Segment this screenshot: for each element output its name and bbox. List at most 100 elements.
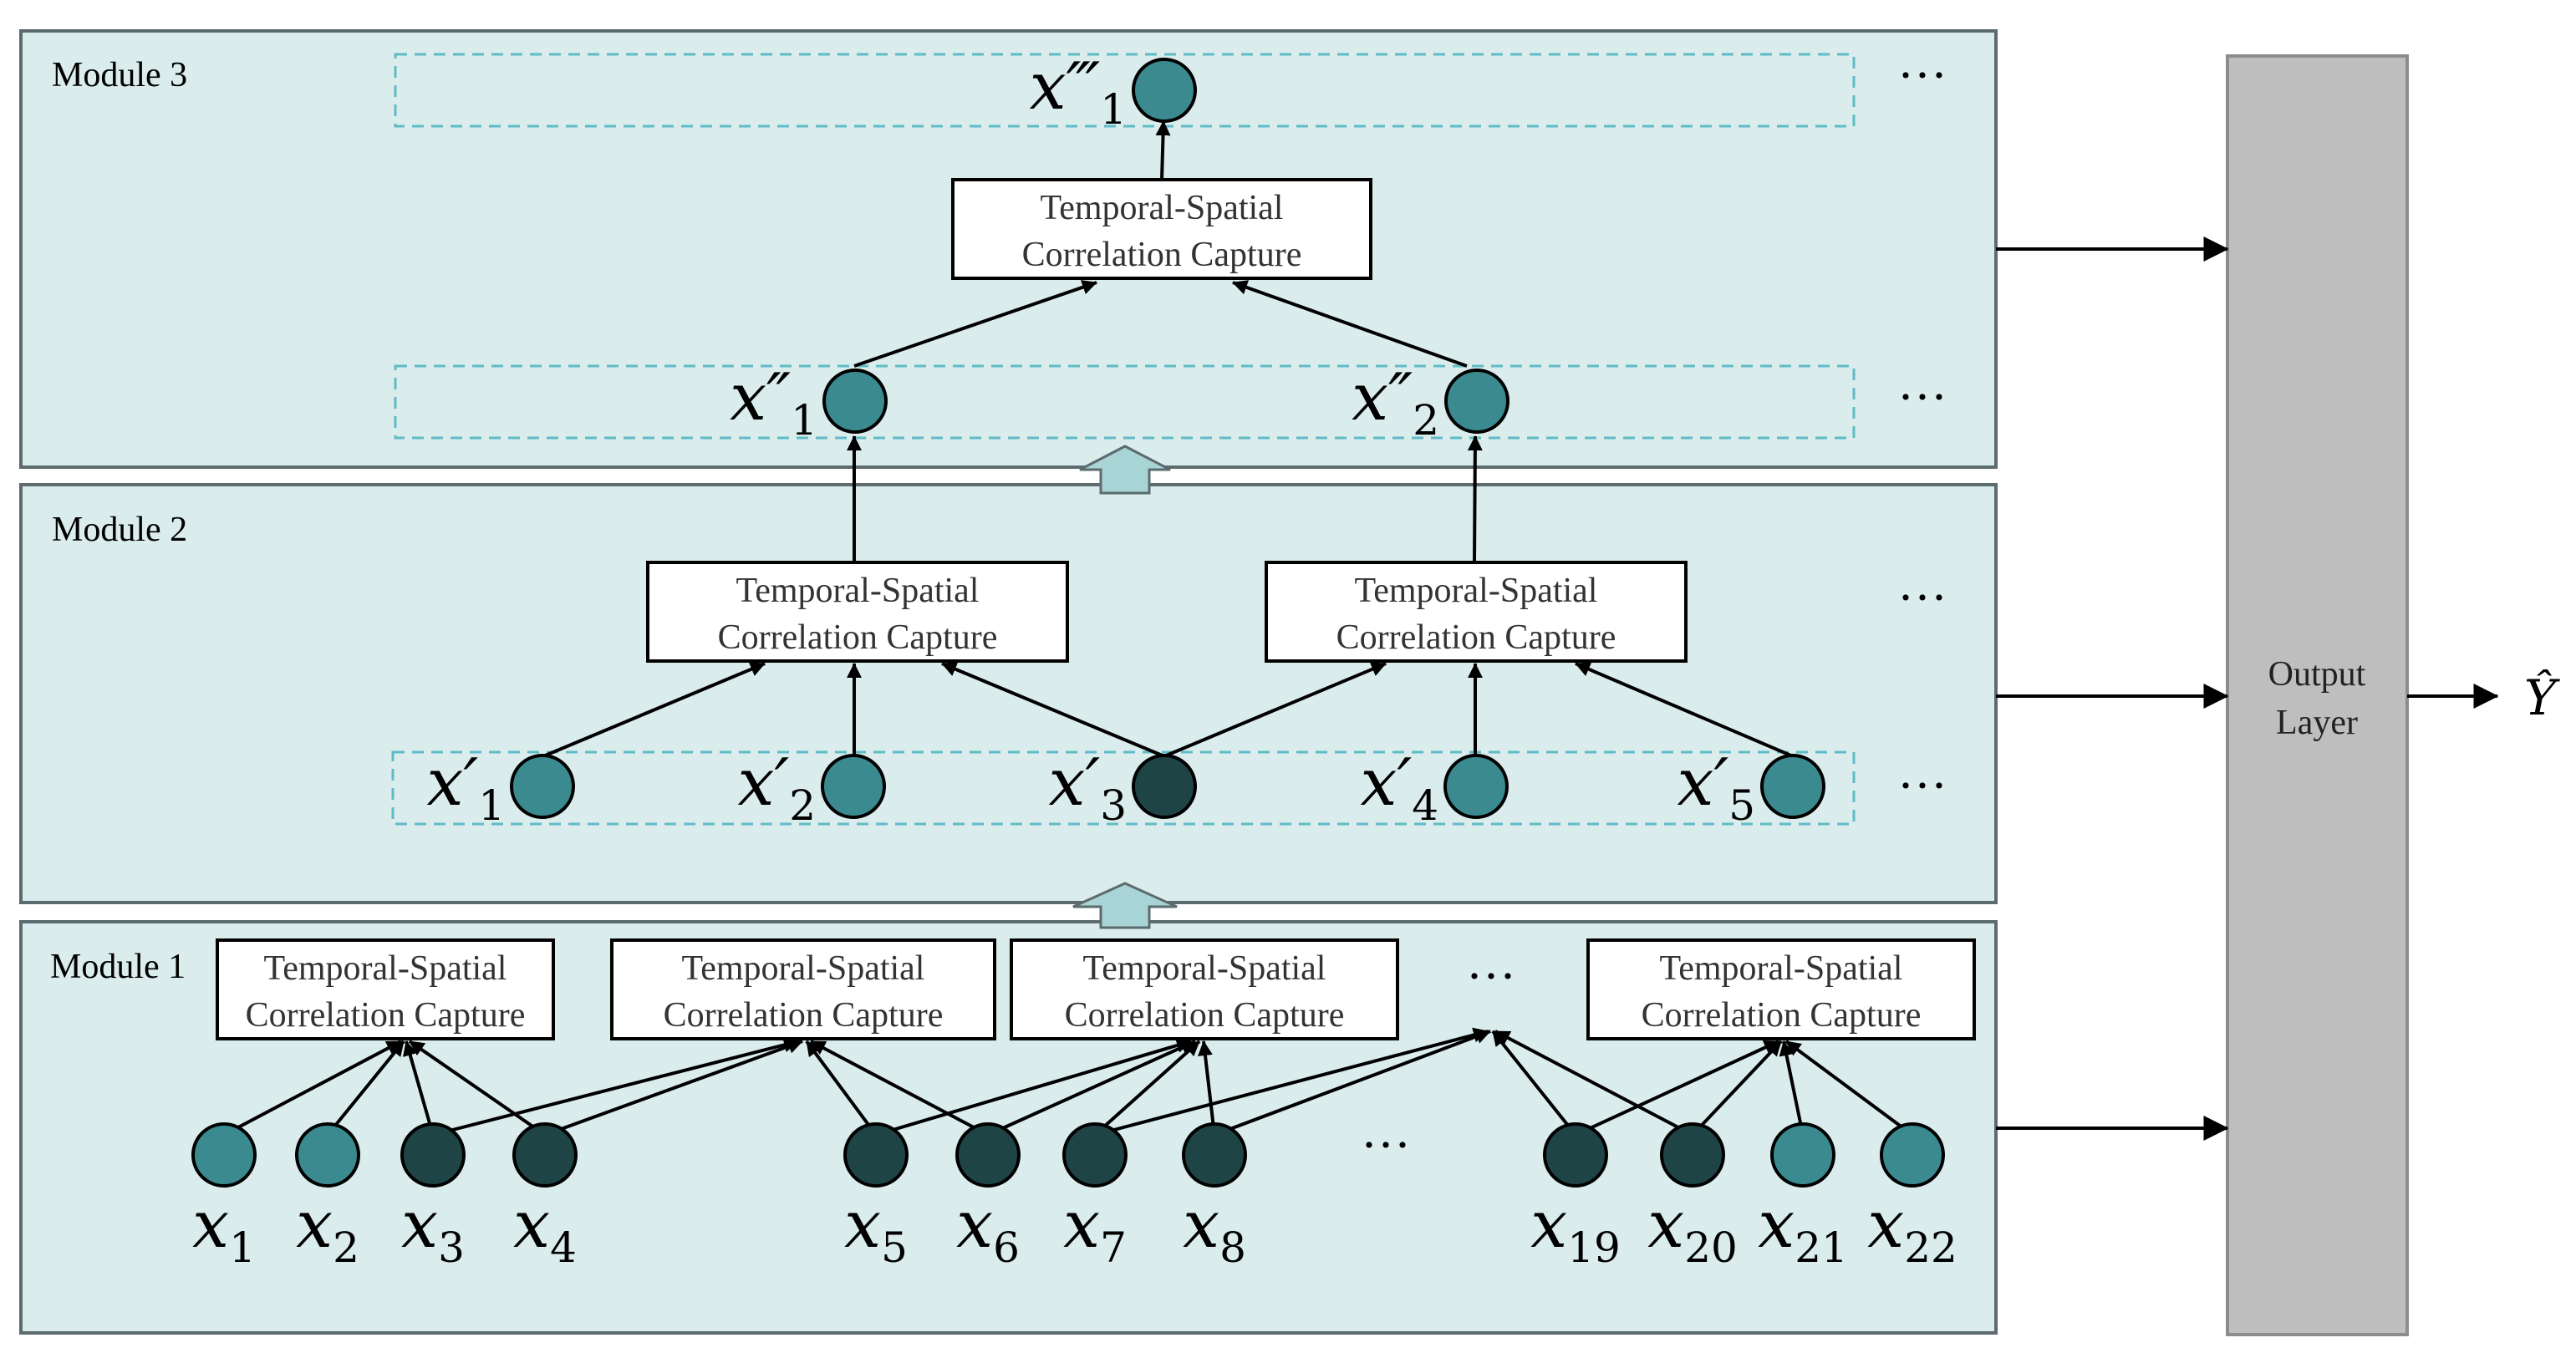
node-label-m2-2: x′2 bbox=[737, 745, 816, 830]
edge bbox=[987, 1040, 1196, 1137]
tscc-line1: Temporal-Spatial bbox=[682, 949, 925, 988]
node-m2-3 bbox=[1132, 754, 1197, 819]
module-1-label: Module 1 bbox=[50, 948, 186, 986]
edge bbox=[1575, 1040, 1779, 1137]
tscc-line1: Temporal-Spatial bbox=[1660, 949, 1903, 988]
edge bbox=[1784, 1040, 1914, 1137]
edge bbox=[875, 1038, 1192, 1137]
tscc-line1: Temporal-Spatial bbox=[264, 949, 507, 988]
node-label-m1-19: x19 bbox=[1530, 1188, 1621, 1272]
ellipsis-m1-top: ··· bbox=[1466, 949, 1516, 1004]
edge bbox=[1214, 1029, 1491, 1137]
ellipsis-m2-row: ··· bbox=[1897, 758, 1947, 813]
edge bbox=[432, 1037, 799, 1137]
edge bbox=[544, 1039, 803, 1137]
tscc-m1-b: Temporal-Spatial Correlation Capture bbox=[610, 938, 996, 1040]
edge bbox=[1467, 435, 1483, 563]
node-label-m1-4: x4 bbox=[513, 1188, 577, 1272]
module-1-edges bbox=[223, 1027, 1914, 1137]
node-label-m2-3: x′3 bbox=[1048, 745, 1127, 830]
edge bbox=[853, 280, 1097, 368]
ellipsis-m1-row: ··· bbox=[1361, 1117, 1411, 1172]
ellipsis-m3-mid: ··· bbox=[1897, 369, 1947, 425]
block-arrow-m1-to-m2 bbox=[1072, 882, 1178, 929]
node-m1-7 bbox=[1062, 1122, 1128, 1188]
tscc-m1-a: Temporal-Spatial Correlation Capture bbox=[216, 938, 555, 1040]
ellipsis-m2-top: ··· bbox=[1897, 570, 1947, 625]
node-label-m1-3: x3 bbox=[401, 1188, 465, 1272]
node-m1-8 bbox=[1182, 1122, 1247, 1188]
module-2-panel bbox=[19, 483, 1998, 904]
module-3-label: Module 3 bbox=[52, 56, 187, 94]
node-label-m1-2: x2 bbox=[296, 1188, 359, 1272]
node-m1-20 bbox=[1660, 1122, 1725, 1188]
tscc-m3: Temporal-Spatial Correlation Capture bbox=[951, 178, 1372, 280]
edge bbox=[542, 662, 766, 758]
edge bbox=[326, 1040, 405, 1137]
node-m3_mid-2 bbox=[1444, 369, 1509, 434]
node-m1-3 bbox=[400, 1122, 466, 1188]
edge bbox=[1491, 1030, 1577, 1137]
tscc-box bbox=[1586, 938, 1976, 1040]
tscc-box bbox=[951, 178, 1372, 280]
edge bbox=[1163, 662, 1387, 758]
edge bbox=[1155, 120, 1171, 181]
node-m3_top-1 bbox=[1132, 58, 1197, 123]
node-label-m1-7: x7 bbox=[1063, 1188, 1127, 1272]
node-row-m3-top: x‴1 bbox=[1030, 49, 1197, 134]
tscc-box bbox=[610, 938, 996, 1040]
edge bbox=[403, 1040, 435, 1136]
dashed-row-m3-top bbox=[394, 53, 1856, 128]
node-label-m1-6: x6 bbox=[956, 1188, 1020, 1272]
node-label-m1-21: x21 bbox=[1758, 1188, 1848, 1272]
node-label-m3_mid-1: x″1 bbox=[730, 360, 817, 445]
dashed-row-m3-mid bbox=[394, 364, 1856, 440]
ellipsis-m3-top: ··· bbox=[1897, 48, 1947, 103]
tscc-line2: Correlation Capture bbox=[1022, 236, 1302, 274]
node-m1-1 bbox=[191, 1122, 257, 1188]
tscc-box bbox=[1010, 938, 1399, 1040]
edge bbox=[805, 1040, 878, 1137]
node-m1-22 bbox=[1880, 1122, 1945, 1188]
edge bbox=[810, 1040, 989, 1137]
tscc-line2: Correlation Capture bbox=[1642, 996, 1922, 1035]
node-label-m1-8: x8 bbox=[1183, 1188, 1246, 1272]
tscc-m2-b: Temporal-Spatial Correlation Capture bbox=[1265, 561, 1688, 663]
tscc-line2: Correlation Capture bbox=[664, 996, 944, 1035]
tscc-line1: Temporal-Spatial bbox=[736, 572, 980, 610]
node-label-m1-1: x1 bbox=[192, 1188, 256, 1272]
node-m2-1 bbox=[510, 754, 575, 819]
tscc-line1: Temporal-Spatial bbox=[1083, 949, 1326, 988]
node-m2-5 bbox=[1760, 754, 1825, 819]
node-row-m3-mid: x″1 x″2 bbox=[730, 360, 1509, 445]
edge bbox=[223, 1040, 402, 1137]
tscc-line1: Temporal-Spatial bbox=[1355, 572, 1598, 610]
node-label-m2-5: x′5 bbox=[1677, 745, 1755, 830]
edge bbox=[1232, 280, 1468, 368]
tscc-line2: Correlation Capture bbox=[1065, 996, 1345, 1035]
tscc-m1-d: Temporal-Spatial Correlation Capture bbox=[1586, 938, 1976, 1040]
node-label-m3_mid-2: x″2 bbox=[1352, 360, 1439, 445]
dashed-row-m2 bbox=[391, 750, 1856, 826]
block-arrow-m2-to-m3 bbox=[1079, 445, 1171, 495]
node-m3_mid-1 bbox=[822, 369, 888, 434]
edge bbox=[1094, 1027, 1489, 1137]
edge bbox=[1198, 1040, 1216, 1136]
tscc-line2: Correlation Capture bbox=[718, 618, 998, 657]
node-m2-2 bbox=[821, 754, 886, 819]
node-m1-21 bbox=[1770, 1122, 1835, 1188]
node-m1-2 bbox=[295, 1122, 360, 1188]
edge bbox=[408, 1040, 547, 1137]
tscc-line2: Correlation Capture bbox=[246, 996, 526, 1035]
tscc-m1-c: Temporal-Spatial Correlation Capture bbox=[1010, 938, 1399, 1040]
module-2-label: Module 2 bbox=[52, 511, 187, 549]
node-label-m1-5: x5 bbox=[844, 1188, 908, 1272]
node-m1-4 bbox=[512, 1122, 578, 1188]
tscc-box bbox=[216, 938, 555, 1040]
node-m2-4 bbox=[1443, 754, 1509, 819]
node-m1-6 bbox=[955, 1122, 1021, 1188]
tscc-box bbox=[1265, 561, 1688, 663]
